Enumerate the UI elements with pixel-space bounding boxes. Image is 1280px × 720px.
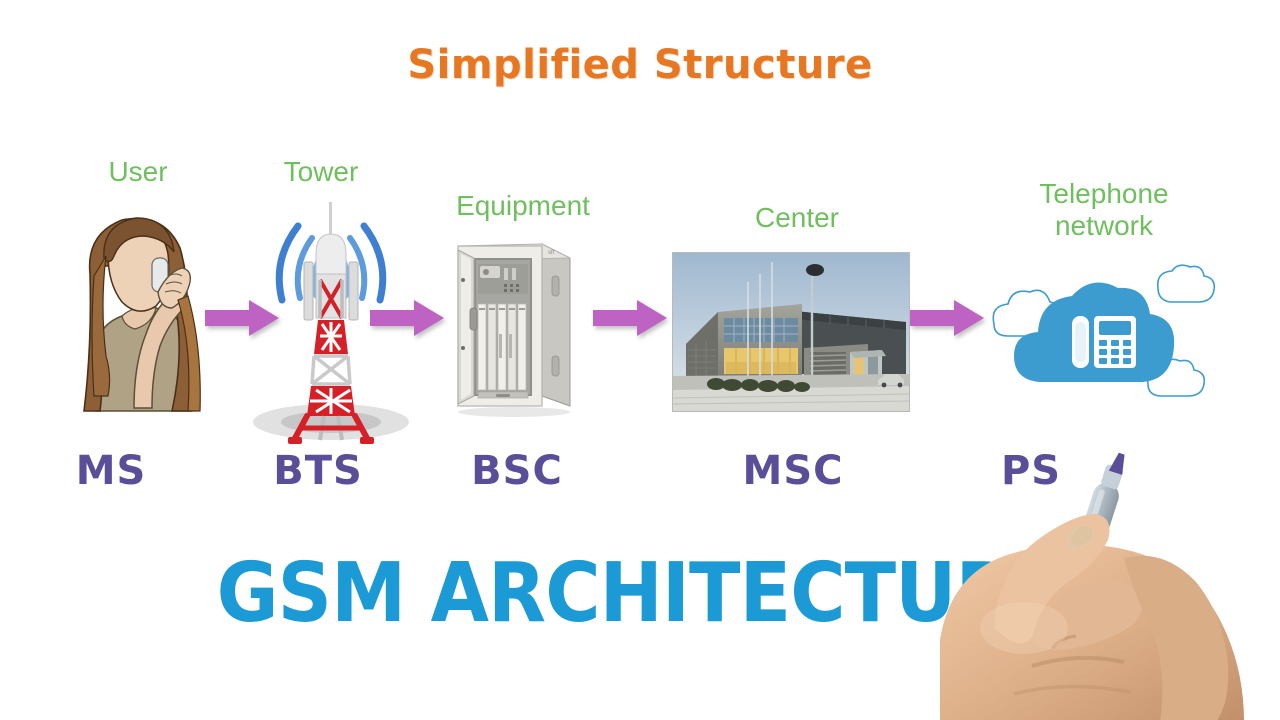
caption-tower: Tower bbox=[283, 156, 359, 187]
arrow-bts-to-bsc bbox=[370, 298, 450, 349]
equipment-cabinet-icon: sfr bbox=[450, 228, 590, 420]
caption-telephone-network: Telephone network bbox=[1028, 178, 1180, 242]
acronym-ps: PS bbox=[1000, 448, 1062, 494]
arrow-ms-to-bts bbox=[205, 298, 285, 349]
cell-tower-icon bbox=[236, 188, 426, 448]
caption-center: Center bbox=[754, 202, 840, 233]
woman-on-phone-icon bbox=[60, 196, 210, 416]
caption-equipment: Equipment bbox=[456, 190, 590, 221]
page-title: GSM ARCHITECTURE bbox=[216, 546, 1065, 641]
arrow-msc-to-ps bbox=[910, 298, 990, 349]
caption-user: User bbox=[108, 156, 168, 187]
telephone-cloud-icon bbox=[980, 262, 1220, 410]
caption-telephone-network-line2: network bbox=[1054, 210, 1154, 242]
subtitle: Simplified Structure bbox=[407, 42, 873, 88]
acronym-ms: MS bbox=[75, 448, 147, 494]
caption-telephone-network-line1: Telephone bbox=[1039, 178, 1169, 209]
hand-holding-marker bbox=[928, 452, 1280, 720]
svg-text:sfr: sfr bbox=[548, 250, 555, 256]
acronym-bts: BTS bbox=[273, 448, 363, 494]
acronym-msc: MSC bbox=[742, 448, 844, 494]
switching-center-building-photo bbox=[671, 252, 911, 412]
acronym-bsc: BSC bbox=[471, 448, 563, 494]
arrow-bsc-to-msc bbox=[593, 298, 673, 349]
